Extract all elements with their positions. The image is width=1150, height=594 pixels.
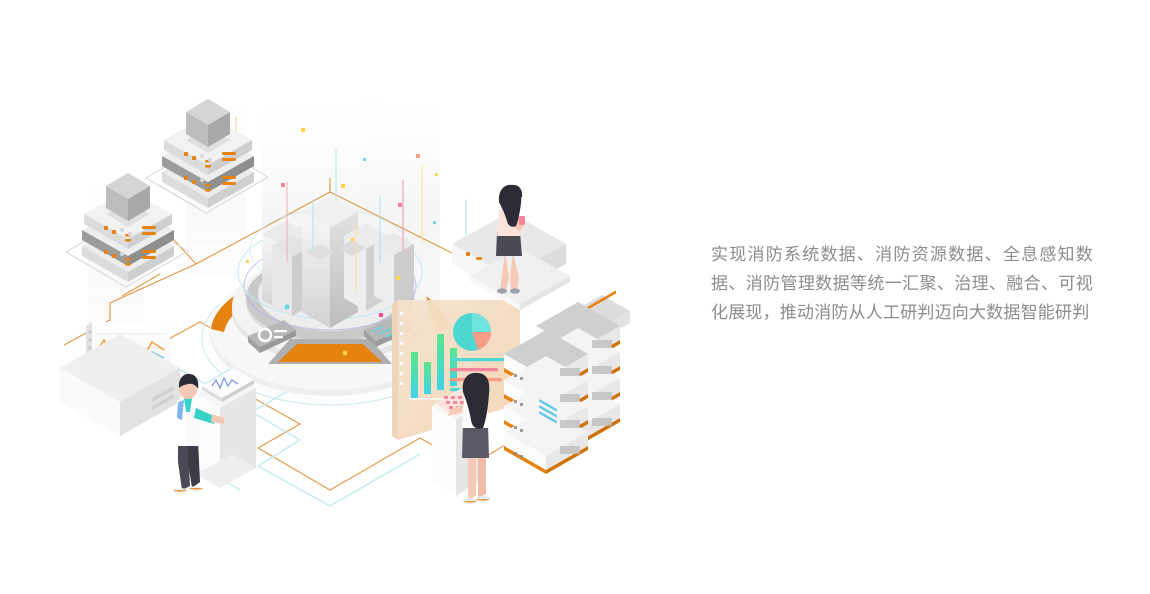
control-panel-left xyxy=(248,320,296,353)
standing-man-figure xyxy=(173,373,224,494)
seated-woman xyxy=(452,184,570,424)
standing-man xyxy=(173,368,256,494)
standing-woman-figure xyxy=(448,372,490,504)
server-rack-front xyxy=(504,330,588,474)
scanner-device xyxy=(60,322,180,436)
data-node-top xyxy=(145,99,269,214)
isometric-illustration xyxy=(60,95,630,507)
data-particles xyxy=(246,128,438,356)
seated-woman-figure xyxy=(496,184,525,294)
dashboard-pie-chart xyxy=(453,313,491,351)
dashboard-bar-chart xyxy=(409,334,461,400)
standing-woman xyxy=(432,372,490,504)
description-block: 实现消防系统数据、消防资源数据、全息感知数据、消防管理数据等统一汇聚、治理、融合… xyxy=(711,240,1093,327)
description-text: 实现消防系统数据、消防资源数据、全息感知数据、消防管理数据等统一汇聚、治理、融合… xyxy=(711,245,1093,322)
city-buildings xyxy=(262,196,414,328)
data-node-left xyxy=(65,173,189,288)
dashboard-panel xyxy=(392,300,520,440)
control-panel-center xyxy=(268,339,392,364)
